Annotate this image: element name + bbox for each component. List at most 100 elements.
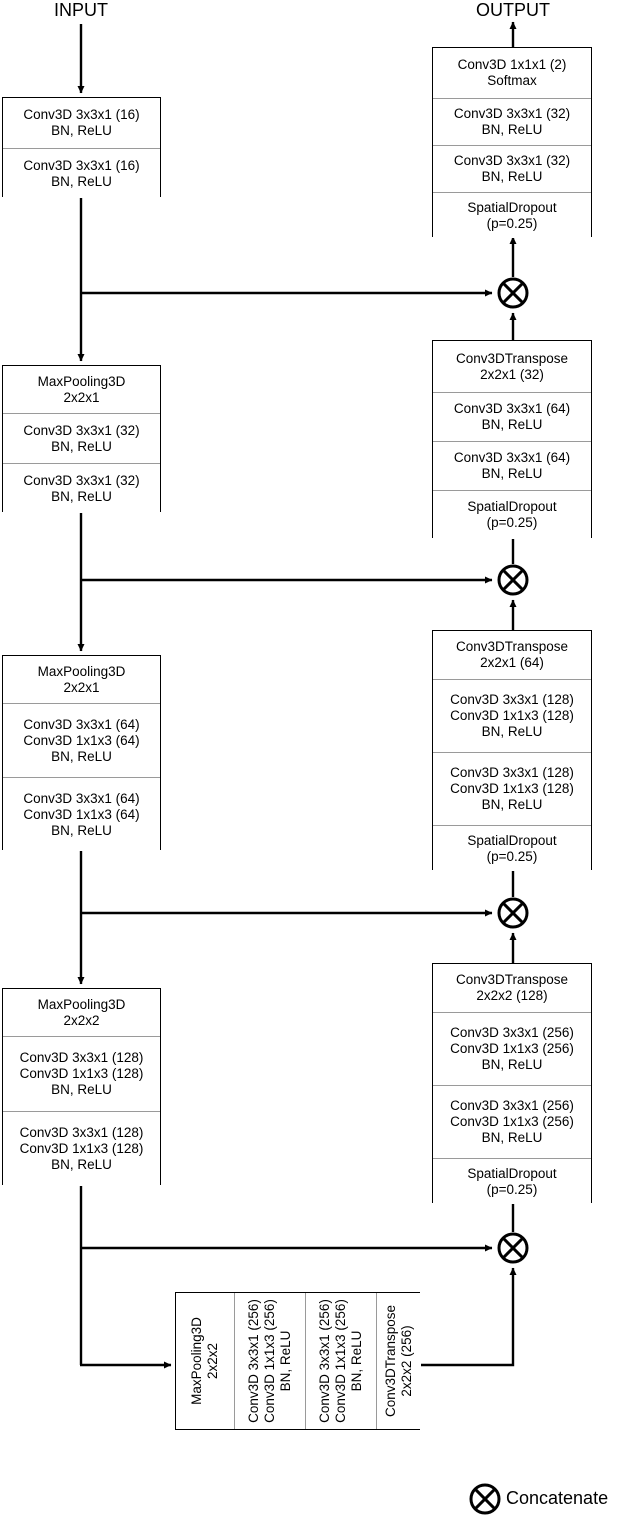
cell-line: Conv3D 3x3x1 (32) (23, 472, 140, 488)
cell-line: Conv3D 3x3x1 (128) (19, 1050, 144, 1065)
dec-4-cell-3[interactable]: SpatialDropout (p=0.25) (433, 1158, 591, 1204)
cell-line: Conv3D 1x1x3 (128) (450, 781, 574, 796)
cell-line: BN, ReLU (481, 122, 543, 137)
cell-line: BN, ReLU (481, 1057, 543, 1072)
dec-3-cell-0[interactable]: Conv3DTranspose 2x2x1 (64) (433, 631, 591, 679)
enc-level-3[interactable]: MaxPooling3D 2x2x1 Conv3D 3x3x1 (64) Con… (2, 655, 161, 851)
bottleneck-cell-0[interactable]: MaxPooling3D 2x2x2 (176, 1293, 234, 1429)
cell-line: SpatialDropout (467, 1165, 557, 1181)
output-label: OUTPUT (476, 0, 550, 20)
concatenate-icon (469, 1483, 501, 1515)
cell-line: MaxPooling3D (189, 1317, 205, 1405)
dec-level-1[interactable]: Conv3D 1x1x1 (2) Softmax Conv3D 3x3x1 (3… (432, 47, 592, 238)
cell-line: Conv3D 1x1x3 (64) (23, 806, 140, 822)
cell-line: Conv3D 3x3x1 (128) (450, 692, 574, 707)
dec-1-cell-1[interactable]: Conv3D 3x3x1 (32) BN, ReLU (433, 98, 591, 145)
cell-line: BN, ReLU (481, 466, 543, 481)
cell-line: 2x2x2 (205, 1342, 221, 1380)
dec-2-cell-3[interactable]: SpatialDropout (p=0.25) (433, 490, 591, 539)
cell-line: Conv3D 3x3x1 (16) (23, 107, 140, 122)
cell-line: Conv3D 3x3x1 (256) (246, 1299, 262, 1423)
dec-4-cell-1[interactable]: Conv3D 3x3x1 (256) Conv3D 1x1x3 (256) BN… (433, 1012, 591, 1085)
cell-line: Conv3D 3x3x1 (16) (23, 157, 140, 173)
enc-level-2[interactable]: MaxPooling3D 2x2x1 Conv3D 3x3x1 (32) BN,… (2, 365, 161, 513)
cell-line: (p=0.25) (486, 515, 538, 530)
enc-1-cell-0[interactable]: Conv3D 3x3x1 (16) BN, ReLU (3, 98, 160, 148)
dec-3-cell-2[interactable]: Conv3D 3x3x1 (128) Conv3D 1x1x3 (128) BN… (433, 752, 591, 825)
cell-line: Conv3D 3x3x1 (64) (453, 450, 571, 465)
cell-line: BN, ReLU (51, 173, 112, 189)
cell-line: Conv3D 3x3x1 (256) (317, 1299, 333, 1423)
cell-line: Conv3D 1x1x3 (256) (333, 1299, 349, 1423)
cell-line: BN, ReLU (51, 1157, 112, 1172)
dec-1-cell-2[interactable]: Conv3D 3x3x1 (32) BN, ReLU (433, 145, 591, 192)
cell-line: Conv3D 1x1x3 (64) (23, 732, 140, 748)
concat-4 (497, 1232, 529, 1264)
cell-line: Conv3DTranspose (455, 350, 569, 366)
enc-4-cell-1[interactable]: Conv3D 3x3x1 (128) Conv3D 1x1x3 (128) BN… (3, 1036, 160, 1111)
cell-line: MaxPooling3D (37, 996, 126, 1012)
concat-2 (497, 564, 529, 596)
cell-line: BN, ReLU (278, 1330, 294, 1392)
enc-3-cell-1[interactable]: Conv3D 3x3x1 (64) Conv3D 1x1x3 (64) BN, … (3, 703, 160, 777)
cell-line: Conv3D 3x3x1 (128) (450, 765, 574, 780)
cell-line: SpatialDropout (467, 832, 557, 848)
cell-line: Conv3D 1x1x3 (128) (19, 1066, 144, 1081)
cell-line: Conv3DTranspose (383, 1304, 398, 1418)
concat-1 (497, 277, 529, 309)
bottleneck-cell-2[interactable]: Conv3D 3x3x1 (256) Conv3D 1x1x3 (256) BN… (305, 1293, 376, 1429)
cell-line: Conv3D 3x3x1 (256) (450, 1098, 574, 1113)
cell-line: BN, ReLU (51, 822, 112, 838)
dec-level-4[interactable]: Conv3DTranspose 2x2x2 (128) Conv3D 3x3x1… (432, 963, 592, 1204)
cell-line: (p=0.25) (486, 1181, 538, 1197)
dec-1-cell-0[interactable]: Conv3D 1x1x1 (2) Softmax (433, 48, 591, 98)
dec-2-cell-0[interactable]: Conv3DTranspose 2x2x1 (32) (433, 341, 591, 392)
bottleneck-cell-3[interactable]: Conv3DTranspose 2x2x2 (256) (376, 1293, 421, 1429)
cell-line: BN, ReLU (51, 1082, 112, 1097)
enc-2-cell-2[interactable]: Conv3D 3x3x1 (32) BN, ReLU (3, 463, 160, 513)
enc-3-cell-0[interactable]: MaxPooling3D 2x2x1 (3, 656, 160, 703)
cell-line: BN, ReLU (51, 748, 112, 764)
enc-2-cell-0[interactable]: MaxPooling3D 2x2x1 (3, 366, 160, 413)
cell-line: BN, ReLU (481, 169, 543, 184)
bottleneck-cell-1[interactable]: Conv3D 3x3x1 (256) Conv3D 1x1x3 (256) BN… (234, 1293, 305, 1429)
cell-line: Conv3D 3x3x1 (64) (23, 790, 140, 806)
legend-label: Concatenate (506, 1488, 609, 1508)
dec-level-2[interactable]: Conv3DTranspose 2x2x1 (32) Conv3D 3x3x1 … (432, 340, 592, 539)
cell-line: Conv3D 1x1x1 (2) (457, 57, 567, 72)
cell-line: 2x2x2 (63, 1012, 100, 1028)
dec-4-cell-0[interactable]: Conv3DTranspose 2x2x2 (128) (433, 964, 591, 1012)
cell-line: Conv3D 3x3x1 (32) (453, 153, 571, 168)
cell-line: Conv3D 1x1x3 (256) (450, 1041, 574, 1056)
dec-3-cell-3[interactable]: SpatialDropout (p=0.25) (433, 825, 591, 871)
cell-line: BN, ReLU (51, 438, 112, 454)
enc-2-cell-1[interactable]: Conv3D 3x3x1 (32) BN, ReLU (3, 413, 160, 463)
enc-3-cell-2[interactable]: Conv3D 3x3x1 (64) Conv3D 1x1x3 (64) BN, … (3, 777, 160, 851)
cell-line: BN, ReLU (51, 123, 112, 138)
bottleneck-block[interactable]: MaxPooling3D 2x2x2 Conv3D 3x3x1 (256) Co… (175, 1292, 421, 1430)
cell-line: Conv3D 3x3x1 (64) (23, 716, 140, 732)
dec-2-cell-1[interactable]: Conv3D 3x3x1 (64) BN, ReLU (433, 392, 591, 441)
cell-line: 2x2x2 (128) (476, 988, 548, 1003)
dec-1-cell-3[interactable]: SpatialDropout (p=0.25) (433, 192, 591, 238)
enc-4-cell-0[interactable]: MaxPooling3D 2x2x2 (3, 989, 160, 1036)
enc-level-4[interactable]: MaxPooling3D 2x2x2 Conv3D 3x3x1 (128) Co… (2, 988, 161, 1186)
dec-level-3[interactable]: Conv3DTranspose 2x2x1 (64) Conv3D 3x3x1 … (432, 630, 592, 871)
enc-4-cell-2[interactable]: Conv3D 3x3x1 (128) Conv3D 1x1x3 (128) BN… (3, 1111, 160, 1186)
cell-line: Conv3DTranspose (455, 972, 569, 987)
cell-line: Conv3D 1x1x3 (256) (450, 1114, 574, 1129)
cell-line: Conv3DTranspose (455, 639, 569, 654)
cell-line: SpatialDropout (467, 499, 557, 514)
dec-2-cell-2[interactable]: Conv3D 3x3x1 (64) BN, ReLU (433, 441, 591, 490)
dec-4-cell-2[interactable]: Conv3D 3x3x1 (256) Conv3D 1x1x3 (256) BN… (433, 1085, 591, 1158)
enc-1-cell-1[interactable]: Conv3D 3x3x1 (16) BN, ReLU (3, 148, 160, 198)
cell-line: 2x2x1 (32) (480, 366, 544, 382)
cell-line: Conv3D 3x3x1 (64) (453, 401, 571, 416)
cell-line: BN, ReLU (481, 797, 543, 812)
cell-line: Conv3D 3x3x1 (32) (453, 106, 571, 121)
enc-level-1[interactable]: Conv3D 3x3x1 (16) BN, ReLU Conv3D 3x3x1 … (2, 97, 161, 198)
dec-3-cell-1[interactable]: Conv3D 3x3x1 (128) Conv3D 1x1x3 (128) BN… (433, 679, 591, 752)
cell-line: Conv3D 1x1x3 (256) (262, 1299, 278, 1423)
concat-3 (497, 897, 529, 929)
cell-line: Softmax (487, 73, 537, 88)
